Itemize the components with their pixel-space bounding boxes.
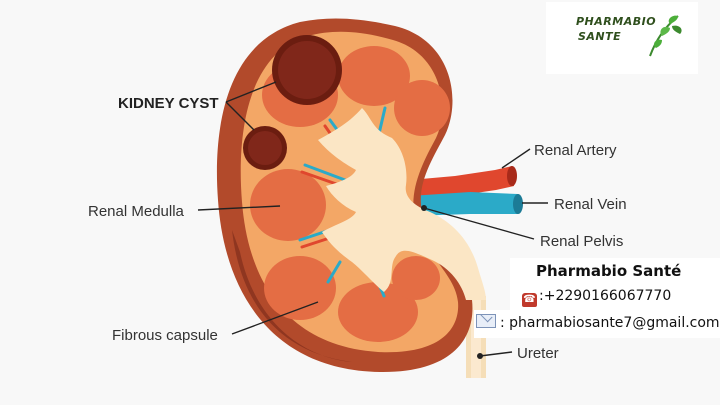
logo-text: PHARMABIO SANTE [576, 14, 656, 44]
label-fibrous-capsule: Fibrous capsule [112, 327, 218, 344]
contact-phone-row: ☎:+2290166067770 [522, 287, 671, 307]
pyramid [338, 46, 410, 106]
renal-artery-vessel [410, 166, 514, 200]
phone-icon: ☎ [522, 293, 537, 307]
renal-vein-opening [513, 194, 523, 214]
pyramid [338, 282, 418, 342]
renal-medulla-pyramids [250, 46, 450, 342]
label-ureter: Ureter [517, 345, 559, 362]
kidney-cysts [243, 35, 342, 170]
email-icon [476, 314, 496, 328]
logo-line-1: PHARMABIO [576, 15, 657, 28]
contact-email: : pharmabiosante7@gmail.com [500, 315, 720, 331]
pyramid [392, 256, 440, 300]
renal-vein-vessel [410, 192, 518, 216]
contact-phone: :+2290166067770 [539, 288, 672, 304]
renal-artery-opening [507, 166, 517, 186]
label-kidney-cyst: KIDNEY CYST [118, 95, 219, 112]
leaf-icon [649, 15, 682, 57]
logo-line-2: SANTE [578, 30, 622, 43]
renal-vessels [410, 166, 523, 216]
contact-email-row: : pharmabiosante7@gmail.com [476, 314, 720, 332]
pyramid [394, 80, 450, 136]
pyramid [264, 256, 336, 320]
label-renal-medulla: Renal Medulla [88, 203, 185, 220]
label-renal-pelvis: Renal Pelvis [540, 233, 623, 250]
leader-lines [197, 81, 548, 359]
brand-logo: PHARMABIO SANTE [546, 2, 698, 74]
contact-info: Pharmabio Santé ☎:+2290166067770 : pharm… [474, 258, 720, 338]
pyramid [250, 169, 326, 241]
renal-pelvis-shape [318, 108, 486, 300]
label-renal-vein: Renal Vein [554, 196, 627, 213]
label-renal-artery: Renal Artery [534, 142, 617, 159]
contact-name: Pharmabio Santé [536, 262, 682, 280]
